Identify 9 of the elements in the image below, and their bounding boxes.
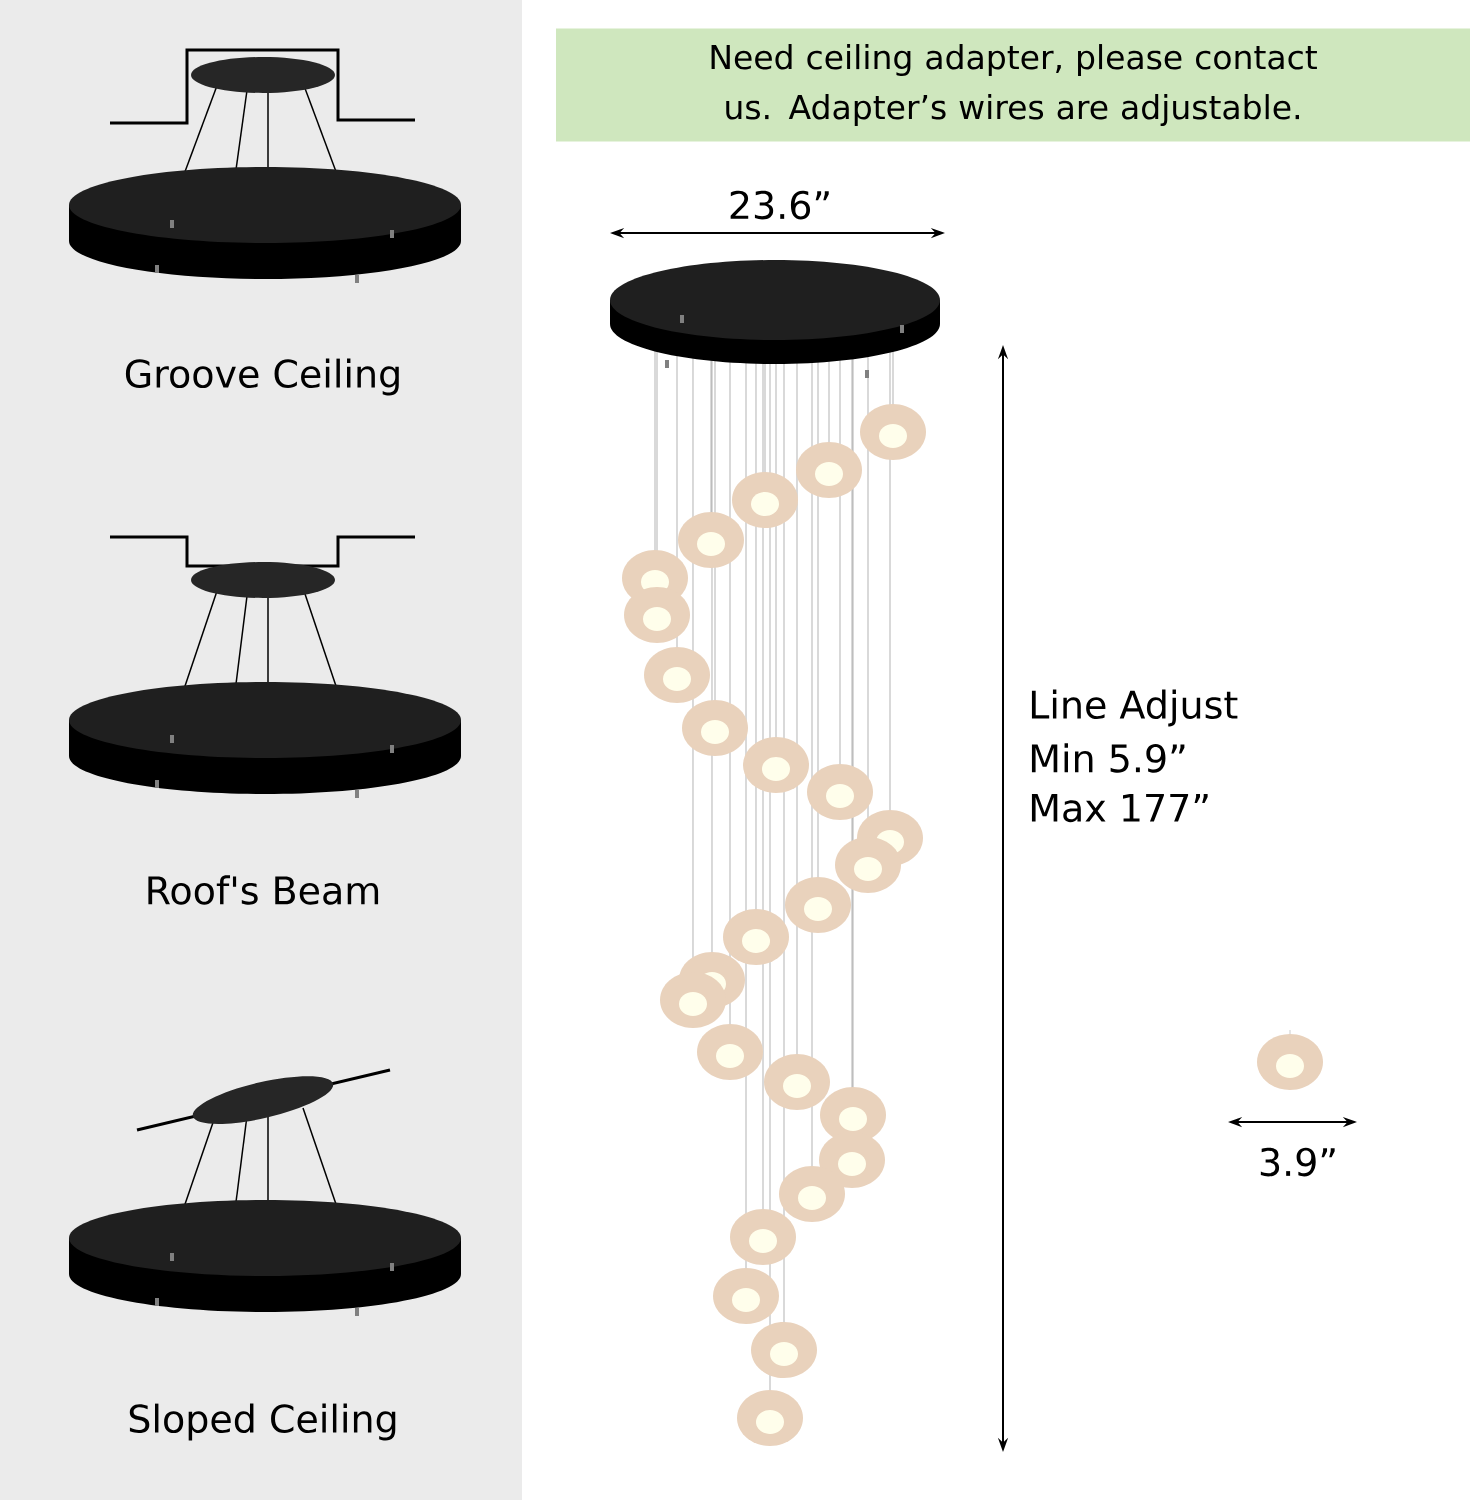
dimension-label: 3.9” [1260,1147,1335,1177]
dimension-label: Line Adjust [1031,689,1238,727]
mount-label: Groove Ceiling [125,358,399,396]
note-box: Need ceiling adapter, please contact us. Adapter’s wires are adjustable. [556,28,1470,142]
dimension-label: Min 5.9” [1031,743,1185,773]
mount-label: Sloped Ceiling [129,1403,396,1441]
dimension-label: 23.6” [730,190,829,220]
dimension-label: Max 177” [1031,793,1208,823]
mount-label: Roof's Beam [148,875,379,905]
